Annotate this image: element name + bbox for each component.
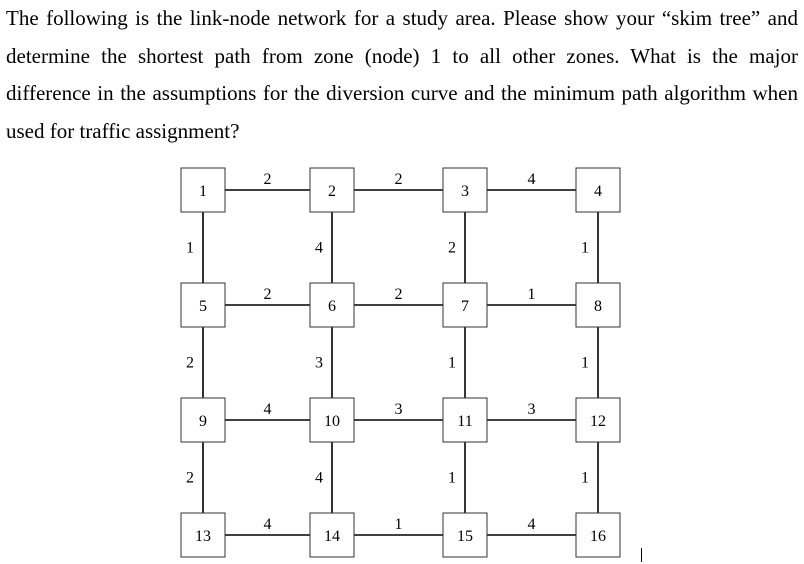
link-weight-11-15: 1 bbox=[448, 470, 456, 487]
link-weight-3-4: 4 bbox=[528, 171, 536, 188]
node-box-2 bbox=[309, 167, 355, 213]
link-weight-2-3: 2 bbox=[395, 171, 403, 188]
node-label-13: 13 bbox=[195, 528, 211, 545]
node-label-3: 3 bbox=[461, 183, 469, 200]
node-14: 14 bbox=[309, 512, 355, 558]
node-box-16 bbox=[575, 512, 621, 558]
node-label-14: 14 bbox=[324, 528, 340, 545]
link-weight-13-14: 4 bbox=[264, 516, 272, 533]
node-box-4 bbox=[575, 167, 621, 213]
node-11: 11 bbox=[442, 397, 488, 443]
link-weight-1-2: 2 bbox=[264, 171, 272, 188]
node-15: 15 bbox=[442, 512, 488, 558]
node-box-15 bbox=[442, 512, 488, 558]
node-1: 1 bbox=[180, 167, 226, 213]
node-16: 16 bbox=[575, 512, 621, 558]
node-2: 2 bbox=[309, 167, 355, 213]
node-box-3 bbox=[442, 167, 488, 213]
text-cursor bbox=[641, 548, 642, 562]
node-label-6: 6 bbox=[328, 298, 336, 315]
link-weight-9-13: 2 bbox=[186, 470, 194, 487]
links-layer bbox=[202, 189, 599, 536]
node-10: 10 bbox=[309, 397, 355, 443]
link-weight-11-12: 3 bbox=[528, 401, 536, 418]
link-weight-14-15: 1 bbox=[395, 516, 403, 533]
node-6: 6 bbox=[309, 282, 355, 328]
node-label-9: 9 bbox=[199, 413, 207, 430]
node-4: 4 bbox=[575, 167, 621, 213]
link-weight-12-16: 1 bbox=[581, 470, 589, 487]
node-box-10 bbox=[309, 397, 355, 443]
node-label-1: 1 bbox=[199, 183, 207, 200]
node-label-7: 7 bbox=[461, 298, 469, 315]
link-weight-7-8: 1 bbox=[528, 286, 536, 303]
link-weight-10-14: 4 bbox=[315, 470, 323, 487]
node-label-4: 4 bbox=[594, 183, 602, 200]
node-box-13 bbox=[180, 512, 226, 558]
node-label-8: 8 bbox=[594, 298, 602, 315]
node-box-12 bbox=[575, 397, 621, 443]
link-weight-3-7: 2 bbox=[448, 240, 456, 257]
node-label-15: 15 bbox=[457, 528, 473, 545]
node-box-7 bbox=[442, 282, 488, 328]
node-label-2: 2 bbox=[328, 183, 336, 200]
link-weight-9-10: 4 bbox=[264, 401, 272, 418]
node-box-8 bbox=[575, 282, 621, 328]
link-weight-8-12: 1 bbox=[581, 355, 589, 372]
node-label-12: 12 bbox=[590, 413, 606, 430]
node-box-9 bbox=[180, 397, 226, 443]
link-weight-5-6: 2 bbox=[264, 286, 272, 303]
link-weight-15-16: 4 bbox=[528, 516, 536, 533]
link-weight-5-9: 2 bbox=[186, 355, 194, 372]
node-13: 13 bbox=[180, 512, 226, 558]
node-box-14 bbox=[309, 512, 355, 558]
node-9: 9 bbox=[180, 397, 226, 443]
node-label-10: 10 bbox=[324, 413, 340, 430]
link-weight-6-10: 3 bbox=[315, 355, 323, 372]
question-text: The following is the link-node network f… bbox=[6, 6, 798, 143]
node-box-6 bbox=[309, 282, 355, 328]
node-label-5: 5 bbox=[199, 298, 207, 315]
link-weight-10-11: 3 bbox=[395, 401, 403, 418]
link-weight-7-11: 1 bbox=[448, 355, 456, 372]
link-weight-6-7: 2 bbox=[395, 286, 403, 303]
node-3: 3 bbox=[442, 167, 488, 213]
node-5: 5 bbox=[180, 282, 226, 328]
link-weight-1-5: 1 bbox=[186, 240, 194, 257]
node-box-5 bbox=[180, 282, 226, 328]
node-7: 7 bbox=[442, 282, 488, 328]
link-weight-4-8: 1 bbox=[581, 240, 589, 257]
node-8: 8 bbox=[575, 282, 621, 328]
link-weight-2-6: 4 bbox=[315, 240, 323, 257]
node-label-11: 11 bbox=[457, 413, 472, 430]
node-box-11 bbox=[442, 397, 488, 443]
node-12: 12 bbox=[575, 397, 621, 443]
node-box-1 bbox=[180, 167, 226, 213]
node-label-16: 16 bbox=[590, 528, 606, 545]
